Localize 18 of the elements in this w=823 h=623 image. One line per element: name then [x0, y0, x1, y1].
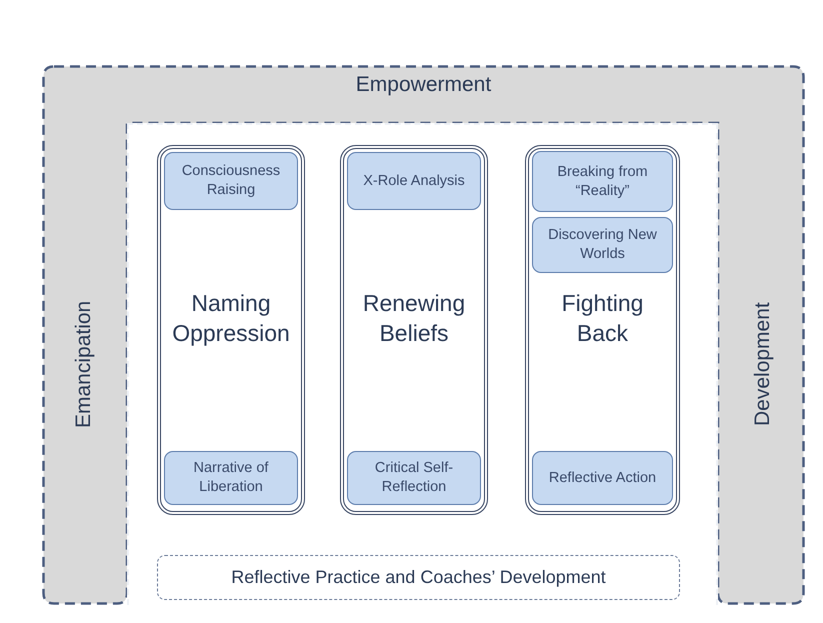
practice-box: X-Role Analysis: [347, 152, 481, 210]
stage-title: Renewing Beliefs: [362, 289, 466, 348]
band-title: Empowerment: [354, 73, 492, 97]
stage-panel: [525, 145, 680, 515]
practice-box: Reflective Action: [532, 451, 673, 505]
stage-title: Fighting Back: [560, 289, 644, 348]
practice-box: Breaking from “Reality”: [532, 151, 673, 212]
side-label: Development: [750, 301, 775, 428]
inner-frame: [127, 123, 718, 605]
practice-box: Reflective Practice and Coaches’ Development: [157, 555, 680, 600]
practice-box: Narrative of Liberation: [164, 451, 298, 505]
stage-panel: [340, 145, 488, 515]
practice-box: Critical Self-Reflection: [347, 451, 481, 505]
practice-box: Consciousness Raising: [164, 152, 298, 210]
side-label: Emancipation: [71, 299, 96, 430]
stage-panel: [157, 145, 305, 515]
stage-title: Naming Oppression: [171, 289, 291, 348]
practice-box: Discovering New Worlds: [532, 217, 673, 273]
